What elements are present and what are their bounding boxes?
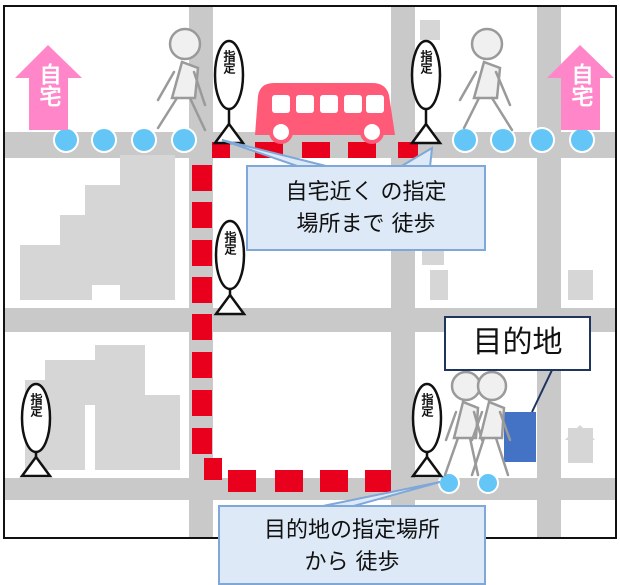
callout-walk-from-destination-stop: 目的地の指定場所 から 徒歩 xyxy=(218,505,486,585)
callout-bottom-line1: 目的地の指定場所 xyxy=(263,518,440,543)
vehicle-route xyxy=(192,142,418,492)
stop-sign-icon: 指定 xyxy=(409,39,443,145)
minibus-icon xyxy=(255,83,395,144)
buildings xyxy=(20,20,595,470)
walking-path-right xyxy=(452,127,595,153)
callout-top-line1: 自宅近く の指定 xyxy=(285,180,447,205)
walking-person-icon xyxy=(470,370,512,477)
stop-sign-icon: 指定 xyxy=(19,382,53,478)
stop-sign-icon: 指定 xyxy=(213,219,247,316)
walking-person-icon xyxy=(156,27,207,132)
walking-person-icon xyxy=(443,370,484,477)
callout-top-line2: 場所まで 徒歩 xyxy=(296,212,436,237)
svg-text:自宅: 自宅 xyxy=(36,62,62,107)
svg-text:指定: 指定 xyxy=(29,392,43,418)
callout-bottom-line2: から 徒歩 xyxy=(304,550,400,575)
walking-path-destination xyxy=(438,472,499,494)
destination-pointer xyxy=(531,367,554,413)
svg-text:指定: 指定 xyxy=(419,49,433,75)
walking-path-left xyxy=(53,127,197,153)
destination-label: 目的地 xyxy=(444,316,591,371)
svg-text:自宅: 自宅 xyxy=(568,62,594,107)
walking-person-icon xyxy=(458,27,514,132)
callout-walk-to-nearby-stop: 自宅近く の指定 場所まで 徒歩 xyxy=(246,165,486,251)
svg-text:指定: 指定 xyxy=(222,49,236,75)
home-arrow-icon-right: 自宅 xyxy=(547,45,614,130)
home-arrow-icon-left: 自宅 xyxy=(15,45,82,130)
stop-sign-icon: 指定 xyxy=(410,382,444,478)
svg-text:指定: 指定 xyxy=(420,392,434,418)
stop-sign-icon: 指定 xyxy=(212,39,246,145)
svg-text:指定: 指定 xyxy=(223,230,237,256)
